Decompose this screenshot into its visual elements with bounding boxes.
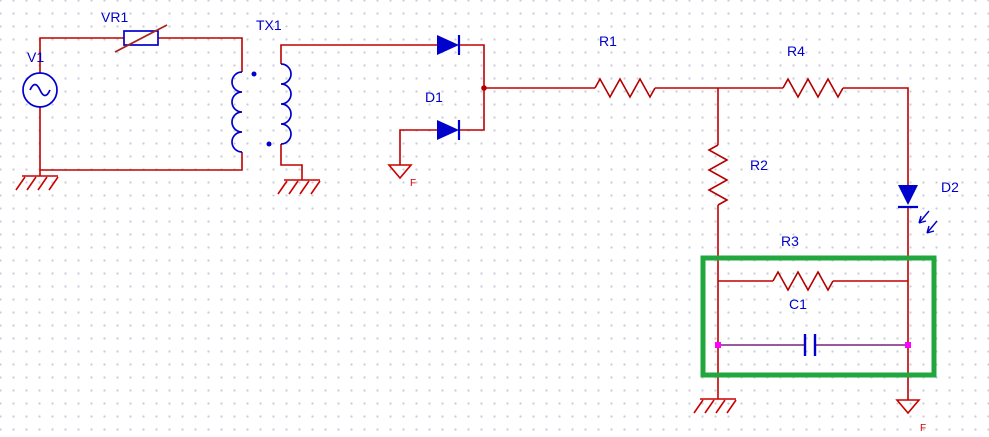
label-d2: D2 [941,179,959,195]
diode-bottom-triangle [437,120,459,140]
wire-d1-to-flag [399,129,437,165]
secondary-coil [280,63,292,145]
labels: V1 VR1 TX1 D1 R1 R4 R2 R3 C1 D2 F F [27,9,959,434]
label-tx1: TX1 [256,17,282,33]
label-flag-mid: F [410,178,416,189]
net-marker-left [715,342,721,348]
component-d2-led[interactable] [898,185,938,234]
label-r3: R3 [781,233,799,249]
junction-dot-d1 [481,85,487,91]
earth-ground-v1[interactable] [15,169,59,191]
sine-glyph [29,83,51,97]
component-v1-ac-source[interactable] [22,72,58,108]
wire-tx1-to-ground [280,144,303,174]
selection-highlight-box[interactable] [700,255,937,378]
wire-tx1-to-d1-top [280,44,437,64]
flag-ground-d1[interactable] [387,164,413,180]
earth-ground-bottom-left[interactable] [693,392,737,414]
led-light-arrow-1 [918,210,930,224]
component-vr1-varistor[interactable] [114,24,168,53]
resistor-zigzag [772,270,834,292]
label-v1: V1 [27,49,44,65]
component-r4-resistor[interactable] [782,77,844,99]
label-r1: R1 [599,33,617,49]
varistor-stroke [114,24,168,53]
wire-vr1-to-tx1 [158,37,243,72]
label-r4: R4 [787,43,805,59]
wire-d1-bottom-out [459,88,485,131]
primary-coil [231,71,243,153]
component-r2-resistor[interactable] [707,144,729,206]
wire-d1-top-out [459,44,485,88]
label-vr1: VR1 [101,9,128,25]
component-tx1-transformer[interactable] [231,63,292,153]
diode-top-triangle [437,35,459,55]
phase-dot-secondary [266,141,272,147]
flag-triangle [895,399,921,415]
component-r1-resistor[interactable] [594,77,656,99]
phase-dot-primary [251,71,257,77]
component-r3-resistor[interactable] [772,270,834,292]
wire-v1-to-vr1 [39,37,124,73]
label-d1: D1 [425,89,443,105]
label-r2: R2 [750,157,768,173]
led-light-arrow-2 [926,220,938,234]
label-flag-bottom: F [920,423,926,434]
net-marker-right [905,342,911,348]
flag-triangle [387,164,413,180]
wire-r4-to-d2 [843,87,909,185]
resistor-zigzag [594,77,656,99]
component-c1-capacitor[interactable] [803,334,817,356]
label-c1: C1 [789,296,807,312]
led-triangle [898,185,918,205]
resistor-zigzag [707,144,729,206]
wires [39,37,909,400]
wire-bottom-rail [39,107,243,171]
earth-ground-tx1[interactable] [277,173,321,195]
resistor-zigzag [782,77,844,99]
flag-ground-bottom-right[interactable] [895,399,921,415]
component-d1-diode-pair[interactable] [437,35,461,140]
